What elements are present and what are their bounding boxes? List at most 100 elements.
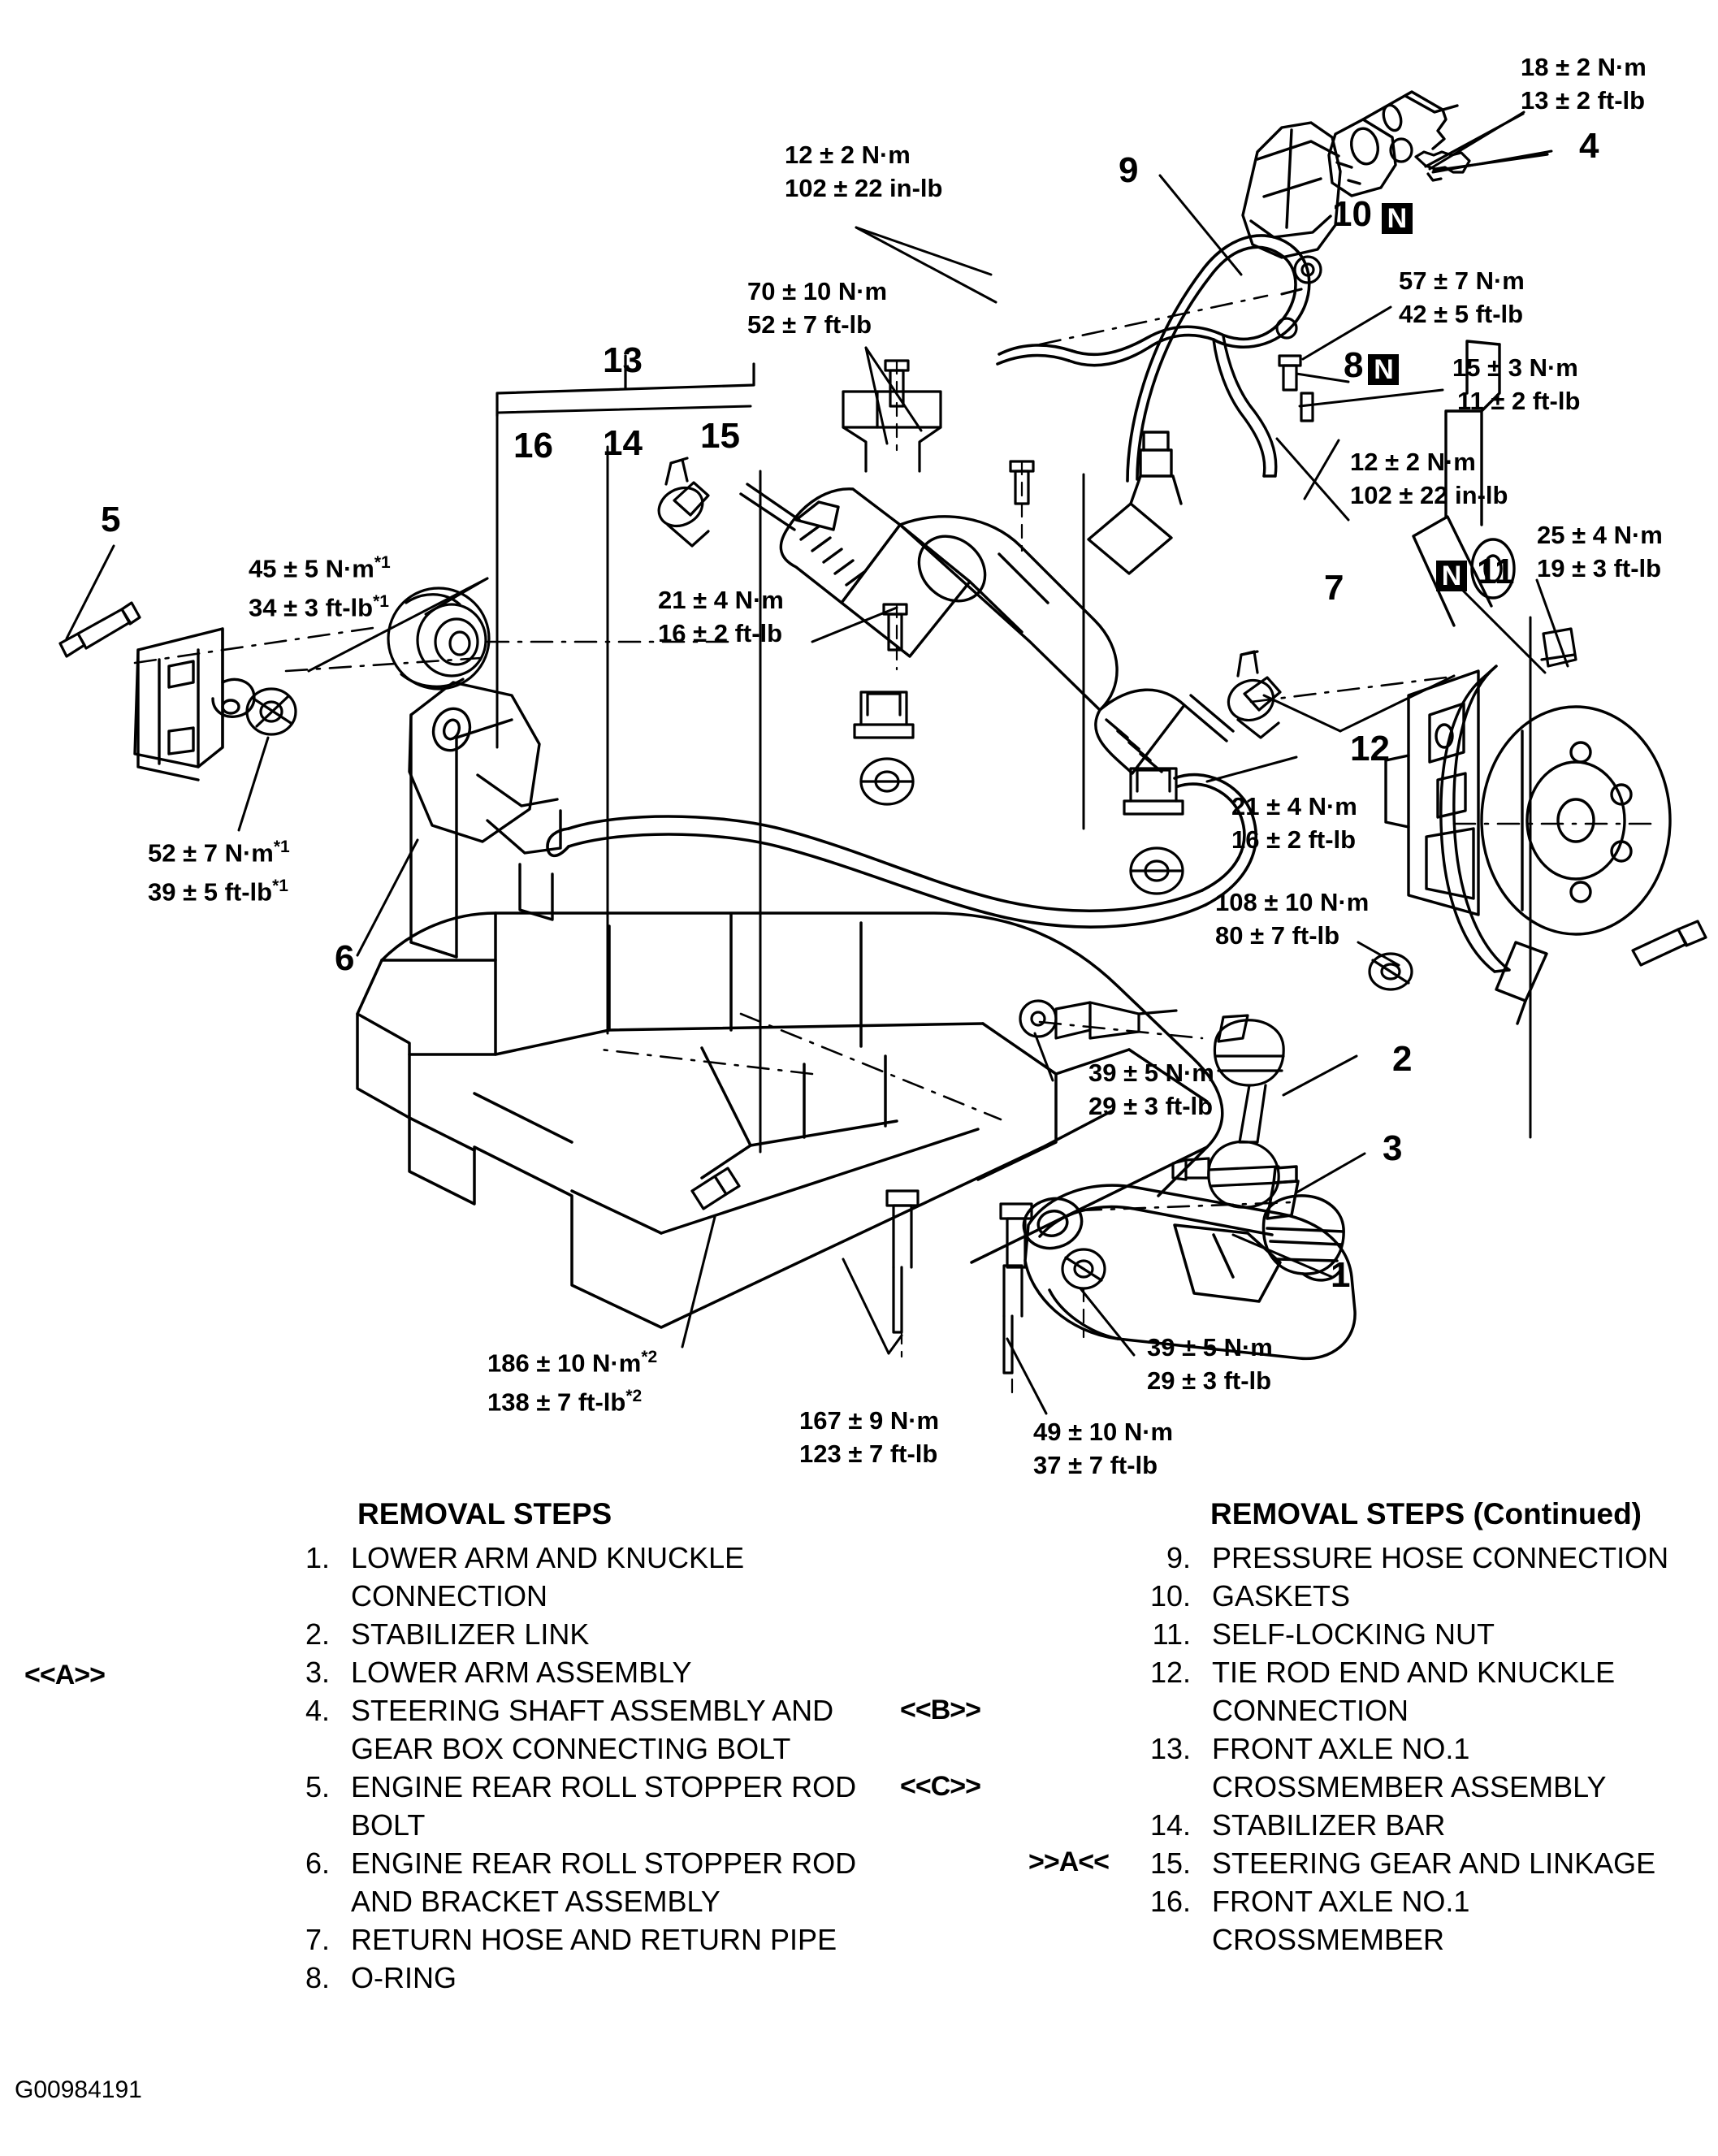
- group-bracket-13: [497, 356, 754, 416]
- step-number: 5.: [305, 1770, 330, 1803]
- exploded-view-drawing: [0, 0, 1718, 1487]
- footnote-ref: *1: [374, 553, 391, 572]
- tie-rod-end-left: [652, 458, 709, 546]
- callout-6: 6: [335, 938, 355, 978]
- service-point-marker-c-in: <<C>>: [900, 1771, 981, 1802]
- return-hose: [1214, 336, 1276, 476]
- torque-line-nm: 15 ± 3 N·m: [1452, 353, 1578, 382]
- step-number: 2.: [305, 1617, 330, 1651]
- footnote-ref: *2: [625, 1387, 643, 1406]
- torque-line-alt: 34 ± 3 ft-lb*1: [249, 585, 391, 624]
- step-number: 8.: [305, 1961, 330, 1994]
- list-item: 15.STEERING GEAR AND LINKAGE: [1137, 1844, 1706, 1882]
- step-text: GASKETS: [1212, 1579, 1351, 1613]
- callout-4: 4: [1579, 126, 1599, 166]
- callout-7: 7: [1324, 568, 1344, 608]
- roll-stopper-bracket: [409, 682, 560, 957]
- torque-line-alt: 42 ± 5 ft-lb: [1399, 300, 1524, 328]
- footnote-ref: *1: [272, 877, 288, 896]
- list-item: 5.ENGINE REAR ROLL STOPPER ROD BOLT: [276, 1768, 861, 1844]
- stabilizer-link: [1173, 1015, 1283, 1207]
- list-item: 14. STABILIZER BAR: [1137, 1806, 1706, 1844]
- torque-line-alt: 29 ± 3 ft-lb: [1088, 1092, 1214, 1120]
- step-text: STABILIZER BAR: [1212, 1808, 1446, 1842]
- step-text: STABILIZER LINK: [351, 1617, 590, 1651]
- service-point-marker-a-out: >>A<<: [1028, 1846, 1110, 1877]
- callout-3: 3: [1383, 1128, 1403, 1168]
- torque-line-alt: 16 ± 2 ft-lb: [658, 619, 783, 647]
- torque-line-alt: 80 ± 7 ft-lb: [1215, 921, 1340, 950]
- removal-steps-column-left: REMOVAL STEPS 1. LOWER ARM AND KNUCKLE CO…: [276, 1495, 861, 1997]
- roll-stopper-bolt: [60, 603, 140, 656]
- torque-line-alt: 29 ± 3 ft-lb: [1147, 1366, 1272, 1395]
- step-text: STEERING SHAFT ASSEMBLY AND GEAR BOX CON…: [351, 1694, 834, 1765]
- torque-line-nm: 12 ± 2 N·m: [785, 141, 911, 169]
- torque-value: 52 ± 7 N·m: [148, 838, 274, 868]
- step-text: FRONT AXLE NO.1 CROSSMEMBER ASSEMBLY: [1212, 1732, 1607, 1803]
- torque-line-nm: 70 ± 10 N·m: [747, 277, 888, 305]
- callout-10-group: 10 N: [1332, 194, 1413, 234]
- list-item: 4.STEERING SHAFT ASSEMBLY AND GEAR BOX C…: [276, 1691, 861, 1768]
- list-item: 8.O-RING: [276, 1959, 861, 1997]
- torque-line-nm: 21 ± 4 N·m: [1231, 792, 1357, 820]
- nut-replace-badge-icon: N: [1368, 354, 1400, 385]
- roll-stopper-nut: [247, 689, 296, 734]
- torque-value: 186 ± 10 N·m: [487, 1349, 642, 1378]
- callout-10: 10: [1332, 194, 1372, 234]
- removal-steps-heading: REMOVAL STEPS: [357, 1497, 612, 1530]
- callout-15: 15: [700, 416, 740, 456]
- step-number: 14.: [1149, 1808, 1191, 1842]
- front-axle-crossmember: [357, 913, 1223, 1327]
- torque-spec-70nm: 70 ± 10 N·m 52 ± 7 ft-lb: [747, 275, 887, 341]
- torque-line-nm: 49 ± 10 N·m: [1033, 1418, 1174, 1446]
- removal-steps-continued-heading: REMOVAL STEPS (Continued): [1210, 1497, 1642, 1530]
- callout-14: 14: [603, 423, 643, 463]
- list-item: 16.FRONT AXLE NO.1 CROSSMEMBER: [1137, 1882, 1706, 1959]
- torque-line-alt: 102 ± 22 in-lb: [1350, 481, 1508, 509]
- callout-2: 2: [1392, 1039, 1413, 1079]
- bolt-item-4: [1391, 139, 1469, 180]
- step-number: 3.: [305, 1656, 330, 1689]
- torque-line-alt: 138 ± 7 ft-lb*2: [487, 1379, 657, 1418]
- hub-nut-left: [1370, 954, 1412, 989]
- torque-spec-49nm: 49 ± 10 N·m 37 ± 7 ft-lb: [1033, 1415, 1173, 1482]
- step-number: 13.: [1149, 1732, 1191, 1765]
- stabilizer-bushing-right: [1124, 768, 1183, 814]
- torque-line-alt: 123 ± 7 ft-lb: [799, 1439, 938, 1468]
- removal-steps-list-left: 1. LOWER ARM AND KNUCKLE CONNECTION 2. STA…: [276, 1539, 861, 1997]
- torque-line-nm: 108 ± 10 N·m: [1215, 888, 1370, 916]
- nut-replace-badge-icon: N: [1381, 203, 1413, 234]
- step-number: 1.: [305, 1541, 330, 1574]
- self-locking-nut: [1542, 629, 1576, 666]
- torque-line-nm: 21 ± 4 N·m: [658, 586, 784, 614]
- footnote-ref: *1: [373, 592, 389, 612]
- torque-line-alt: 52 ± 7 ft-lb: [747, 310, 872, 339]
- removal-steps-list-right: 9.PRESSURE HOSE CONNECTION 10.GASKETS 11…: [1137, 1539, 1706, 1959]
- step-number: 9.: [1166, 1541, 1191, 1574]
- rack-mount-bracket-left: [843, 392, 941, 471]
- torque-value: 45 ± 5 N·m: [249, 554, 374, 583]
- step-text: PRESSURE HOSE CONNECTION: [1212, 1541, 1669, 1574]
- list-item: 10.GASKETS: [1137, 1577, 1706, 1615]
- list-item: 2. STABILIZER LINK: [276, 1615, 861, 1653]
- callout-11: 11: [1477, 552, 1515, 591]
- torque-line-alt: 11 ± 2 ft-lb: [1457, 387, 1581, 415]
- torque-spec-57nm: 57 ± 7 N·m 42 ± 5 ft-lb: [1399, 264, 1525, 331]
- roll-stopper-bushing: [388, 588, 489, 689]
- torque-line-alt: 19 ± 3 ft-lb: [1537, 554, 1662, 582]
- list-item: 3.LOWER ARM ASSEMBLY: [276, 1653, 861, 1691]
- service-point-marker-b-in: <<B>>: [900, 1695, 981, 1725]
- bolt-axis-lines: [897, 361, 1084, 1394]
- torque-line-nm: 18 ± 2 N·m: [1521, 53, 1647, 81]
- torque-line-nm: 25 ± 4 N·m: [1537, 521, 1663, 549]
- torque-spec-18nm: 18 ± 2 N·m 13 ± 2 ft-lb: [1521, 50, 1647, 117]
- torque-line-nm: 39 ± 5 N·m: [1147, 1333, 1273, 1362]
- step-text: LOWER ARM AND KNUCKLE CONNECTION: [351, 1541, 745, 1613]
- lower-control-arm: [1018, 1167, 1355, 1358]
- list-item: 9. PRESSURE HOSE CONNECTION: [1137, 1539, 1706, 1577]
- torque-line-nm: 167 ± 9 N·m: [799, 1406, 940, 1435]
- hub-bolt-right: [1633, 921, 1706, 965]
- torque-line-alt: 37 ± 7 ft-lb: [1033, 1451, 1158, 1479]
- knuckle-hub-brake: [1386, 341, 1670, 1024]
